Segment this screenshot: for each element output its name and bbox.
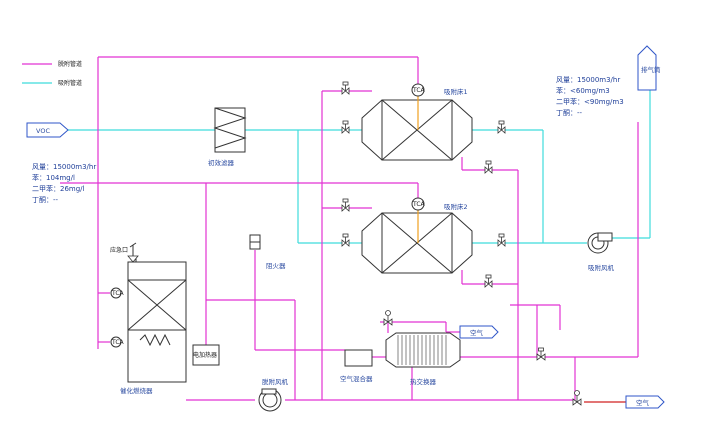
- inlet-spec: 风量：15000m3/hr 苯：104mg/l 二甲苯：26mg/l 丁酮：--: [32, 163, 96, 204]
- outlet-spec: 风量：15000m3/hr 苯：<60mg/m3 二甲苯：<90mg/m3 丁酮…: [556, 76, 624, 117]
- emergency-vent-label: 应急口: [110, 246, 128, 254]
- chimney: 排气筒: [637, 45, 661, 91]
- dry-filter-label: 初效滤器: [208, 158, 235, 167]
- svg-text:二甲苯：<90mg/m3: 二甲苯：<90mg/m3: [556, 97, 624, 106]
- valve-icon: [341, 120, 350, 134]
- valve-icon: [484, 274, 493, 288]
- valve-icon: [497, 120, 506, 134]
- exhaust-fan: 吸附风机: [587, 232, 615, 272]
- catalytic-combustor: TCA TCA 催化燃烧器: [110, 258, 187, 395]
- legend-desorption-label: 脱附管道: [58, 60, 82, 68]
- valve-icon: [341, 233, 350, 247]
- desorption-fan-label: 脱附风机: [262, 377, 289, 386]
- valve-icon: [536, 347, 546, 361]
- heat-exchanger: 热交换器: [385, 332, 461, 386]
- valve-icon: [484, 160, 493, 174]
- svg-text:TCA: TCA: [111, 339, 125, 346]
- chimney-label: 排气筒: [641, 65, 661, 74]
- svg-text:二甲苯：26mg/l: 二甲苯：26mg/l: [32, 184, 85, 193]
- valves: [341, 81, 582, 406]
- emergency-vent: 应急口: [110, 242, 139, 263]
- valve-icon: [341, 198, 350, 212]
- electric-heater-label: 电加热器: [193, 351, 217, 359]
- adsorber-1: TCA 吸附床1: [361, 83, 473, 161]
- tca-1-label: TCA: [412, 87, 426, 94]
- desorption-fan: 脱附风机: [258, 377, 289, 412]
- adsorber-2-label: 吸附床2: [444, 202, 468, 211]
- flame-arrester: 阻火器: [249, 234, 286, 270]
- valve-icon: [497, 233, 506, 247]
- air-inlet-2: 空气: [625, 395, 665, 409]
- flame-arrester-label: 阻火器: [266, 261, 286, 270]
- svg-text:TCA: TCA: [111, 290, 125, 297]
- voc-inlet: VOC: [26, 122, 69, 138]
- svg-text:空气: 空气: [470, 328, 484, 337]
- air-mixer-label: 空气混合器: [340, 374, 373, 383]
- dry-filter: 初效滤器: [208, 107, 247, 167]
- legend-adsorption-label: 吸附管道: [58, 79, 82, 87]
- desorption-piping: [60, 56, 639, 401]
- legend: 脱附管道 吸附管道: [22, 60, 82, 87]
- voc-inlet-label: VOC: [36, 127, 50, 135]
- valve-icon: [572, 390, 582, 406]
- adsorption-piping: [68, 90, 651, 244]
- adsorber-2: TCA 吸附床2: [361, 197, 473, 274]
- valve-icon: [383, 310, 393, 326]
- heat-exchanger-label: 热交换器: [410, 377, 437, 386]
- svg-text:丁酮：--: 丁酮：--: [32, 196, 59, 204]
- svg-text:风量：15000m3/hr: 风量：15000m3/hr: [556, 76, 620, 84]
- tca-2-label: TCA: [412, 201, 426, 208]
- adsorber-1-label: 吸附床1: [444, 87, 468, 96]
- svg-text:苯：104mg/l: 苯：104mg/l: [32, 173, 75, 182]
- air-inlet-1: 空气: [459, 325, 499, 339]
- exhaust-fan-label: 吸附风机: [588, 263, 615, 272]
- svg-text:苯：<60mg/m3: 苯：<60mg/m3: [556, 86, 610, 95]
- electric-heater: 电加热器: [192, 344, 220, 366]
- svg-text:风量：15000m3/hr: 风量：15000m3/hr: [32, 163, 96, 171]
- valve-icon: [341, 81, 350, 95]
- svg-text:丁酮：--: 丁酮：--: [556, 109, 583, 117]
- svg-text:空气: 空气: [636, 398, 650, 407]
- air-mixer: 空气混合器: [340, 349, 373, 383]
- catalytic-combustor-label: 催化燃烧器: [120, 386, 153, 395]
